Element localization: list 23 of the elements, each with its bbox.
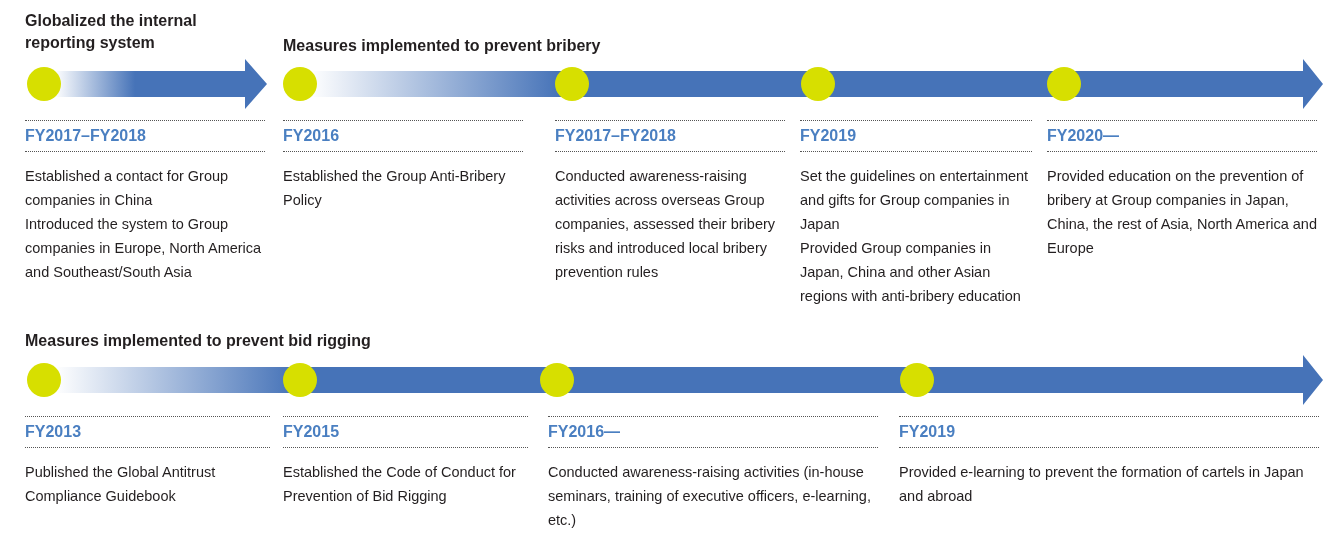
- year-heading: FY2016: [283, 120, 523, 152]
- milestone-description: Conducted awareness-raising activities across overseas Group companies, assessed their bribery risks and introduced local bribery prevention rules: [555, 167, 777, 282]
- section-heading: Measures implemented to prevent bid rigging: [25, 331, 372, 351]
- year-heading: FY2020—: [1047, 120, 1317, 152]
- milestone-description: Provided e-learning to prevent the formation of cartels in Japan and abroad: [899, 463, 1305, 506]
- milestone-description: Set the guidelines on entertainment and gifts for Group companies in Japan: [800, 167, 1030, 234]
- section-heading: Measures implemented to prevent bribery: [283, 36, 602, 56]
- milestone-description: Established the Group Anti-Bribery Policy: [283, 167, 507, 210]
- milestone-description: Provided Group companies in Japan, China and other Asian regions with anti-bribery education: [800, 239, 1022, 306]
- milestone-description: Established the Code of Conduct for Prevention of Bid Rigging: [283, 463, 517, 506]
- year-heading: FY2017–FY2018: [555, 120, 785, 152]
- section-heading: Globalized the internal reporting system: [25, 11, 198, 53]
- milestone-description: Published the Global Antitrust Compliance Guidebook: [25, 463, 217, 506]
- year-heading: FY2019: [800, 120, 1032, 152]
- year-heading: FY2015: [283, 416, 528, 448]
- milestone-description: Provided education on the prevention of bribery at Group companies in Japan, China, the rest of Asia, North America and Europe: [1047, 167, 1317, 258]
- milestone-description: Conducted awareness-raising activities (in-house seminars, training of executive officers, e-learning, etc.): [548, 463, 872, 530]
- milestone-description: Established a contact for Group companies in China: [25, 167, 230, 210]
- year-heading: FY2016—: [548, 416, 878, 448]
- milestone-description: Introduced the system to Group companies in Europe, North America and Southeast/South Asia: [25, 215, 263, 282]
- year-heading: FY2019: [899, 416, 1319, 448]
- year-heading: FY2017–FY2018: [25, 120, 265, 152]
- year-heading: FY2013: [25, 416, 270, 448]
